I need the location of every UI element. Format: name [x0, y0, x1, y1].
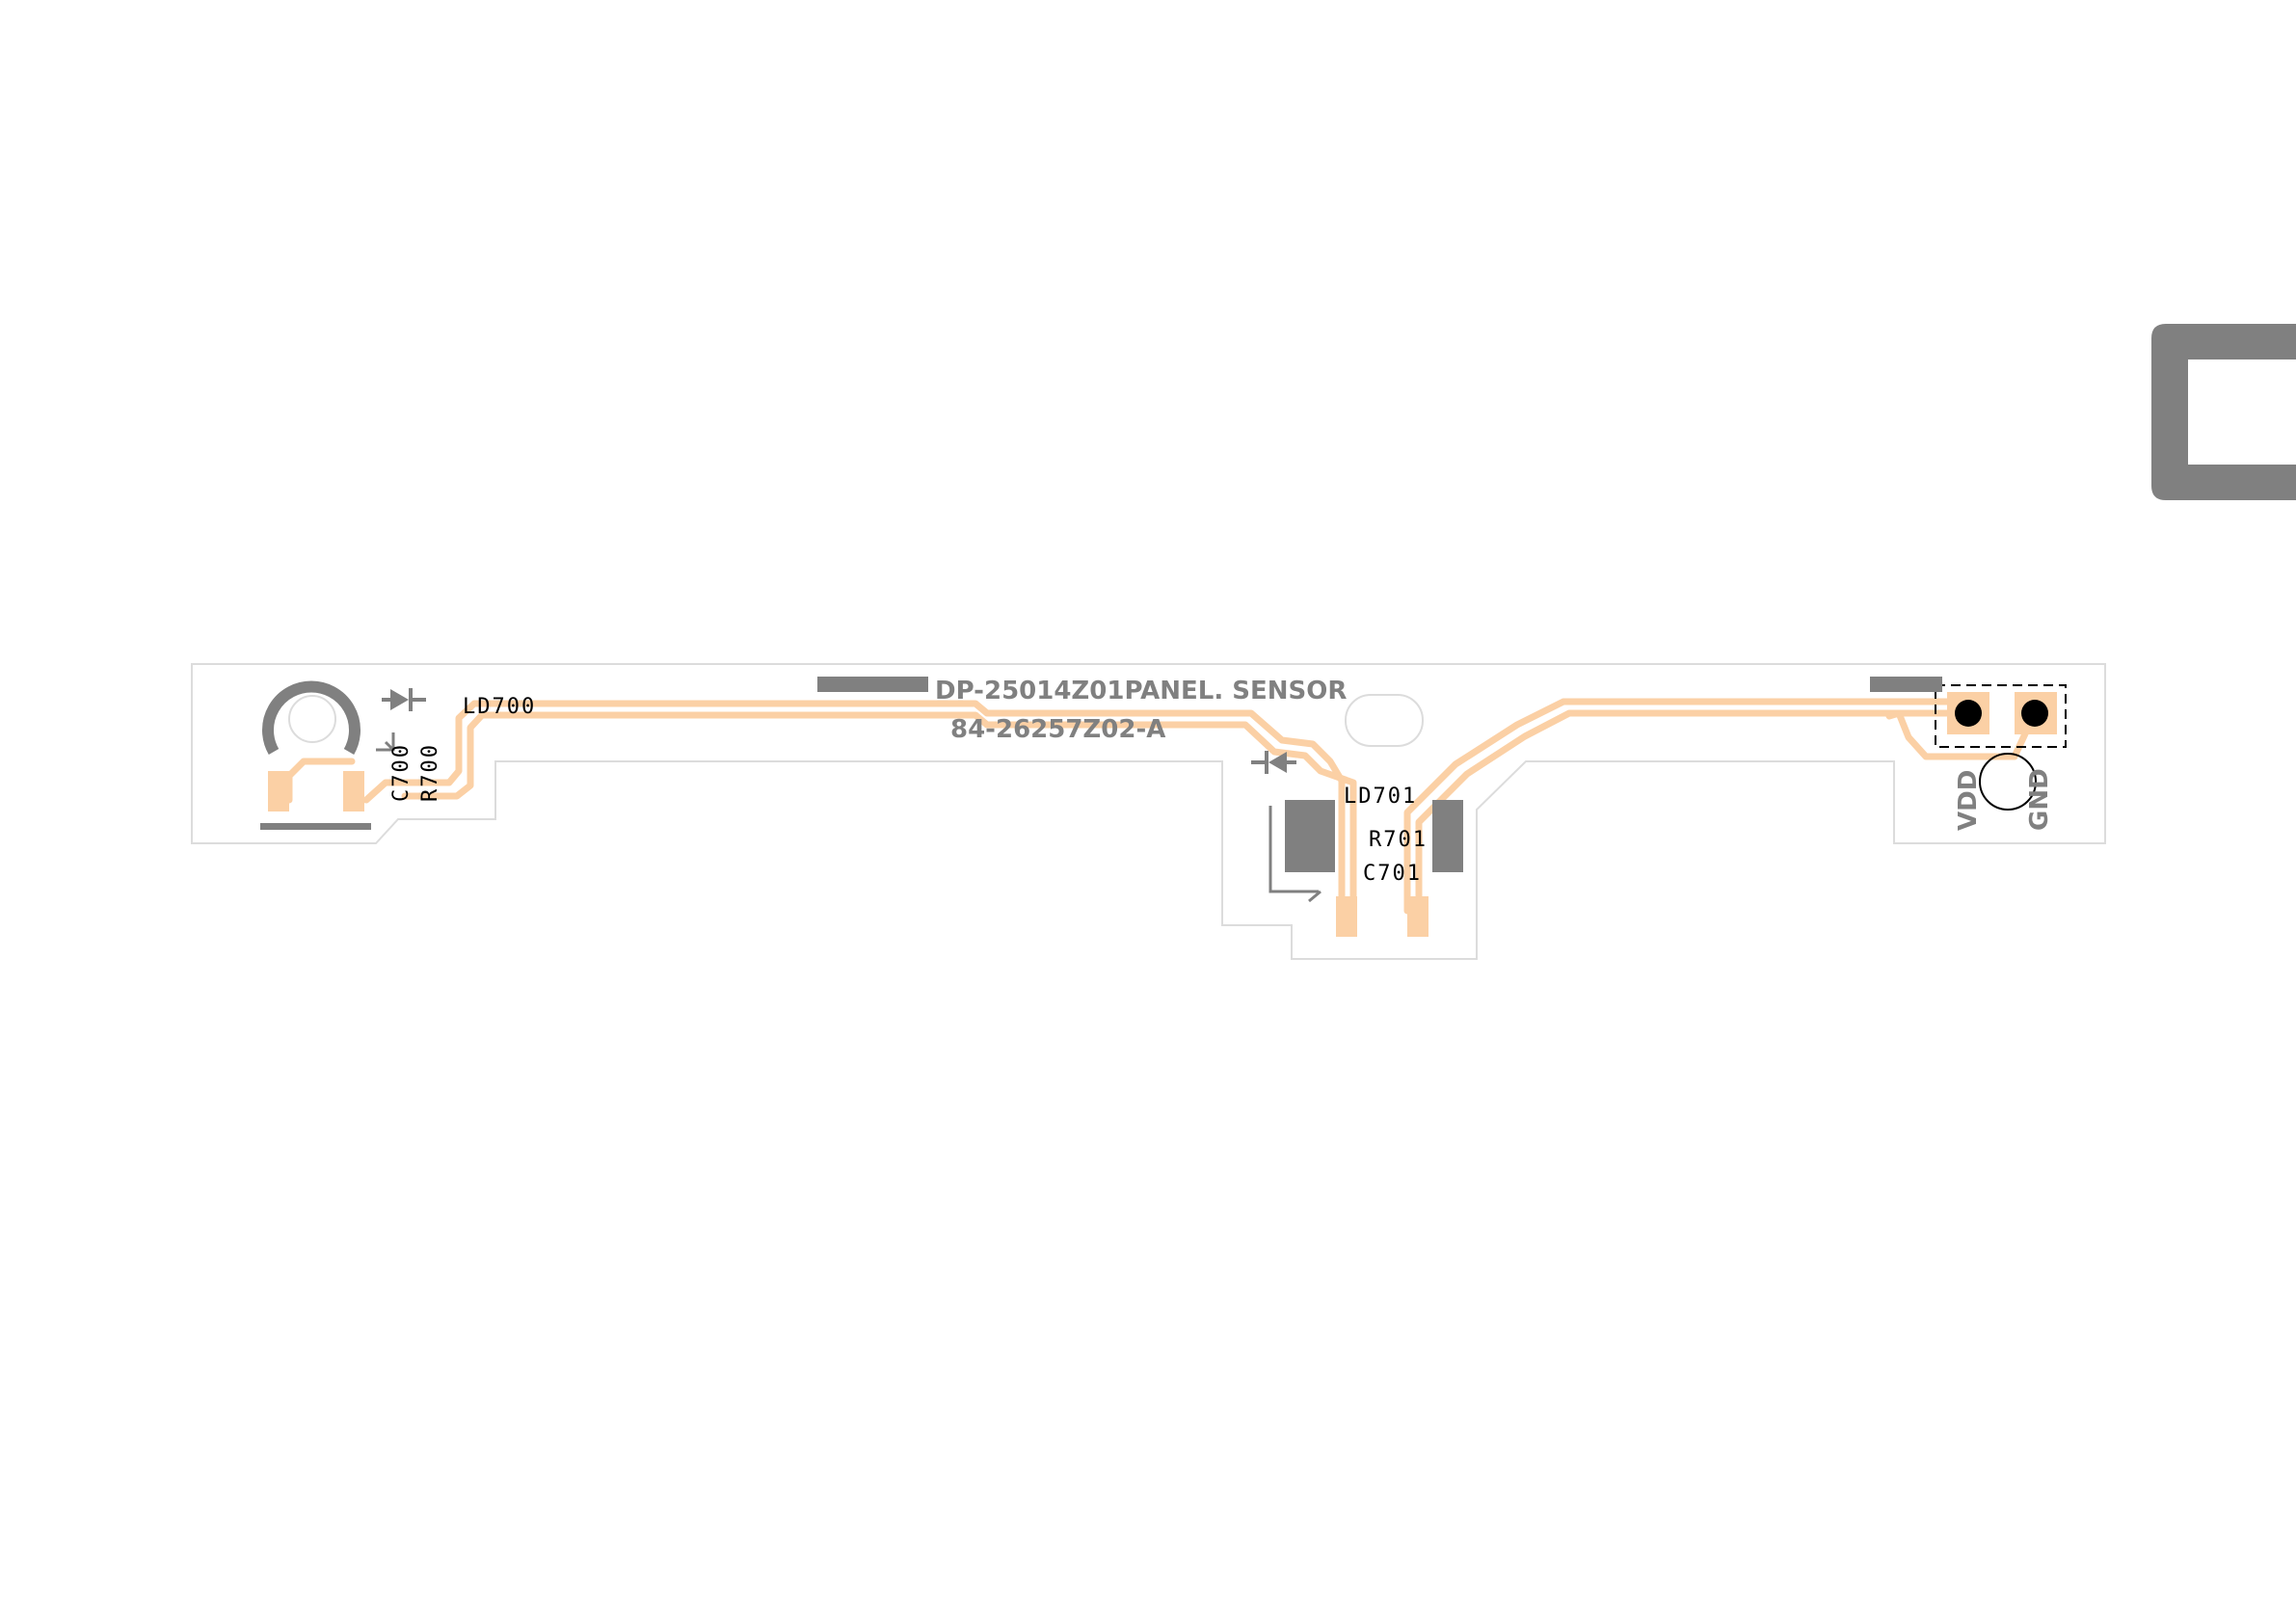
board-part-number: 84-26257Z02-A — [950, 715, 1165, 744]
label-c701: C701 — [1363, 862, 1422, 886]
label-r701: R701 — [1369, 828, 1428, 852]
board-title: DP-25014Z01PANEL. SENSOR — [935, 677, 1347, 705]
trace-left-3 — [289, 761, 352, 800]
label-c700: C700 — [389, 743, 414, 802]
component-body-left — [1285, 800, 1335, 872]
label-gnd: GND — [2025, 768, 2054, 831]
component-body-right — [1432, 800, 1463, 872]
trace-vdd-left — [1407, 702, 1970, 911]
label-r700: R700 — [418, 743, 442, 802]
mounting-hole — [1346, 695, 1423, 746]
silk-bar-center — [817, 677, 928, 692]
pad-hole-vdd — [1955, 700, 1982, 727]
diode-icon-ld700 — [382, 688, 426, 711]
silk-bar-left-bottom — [260, 823, 371, 830]
bracket-shape — [2151, 324, 2296, 500]
label-ld700: LD700 — [463, 695, 536, 719]
trace-main-2 — [564, 715, 1353, 920]
pad-c700-left — [268, 771, 289, 812]
label-ld701: LD701 — [1344, 785, 1417, 809]
silk-bar-right — [1870, 677, 1942, 692]
pad-r701-left — [1336, 896, 1357, 937]
pad-r701-right — [1407, 896, 1428, 937]
pad-hole-gnd — [2021, 700, 2048, 727]
label-vdd: VDD — [1954, 770, 1983, 831]
pad-c700-right — [343, 771, 364, 812]
trace-vdd-left-2 — [1419, 713, 1957, 911]
sensor-inner-ld700 — [289, 696, 335, 742]
